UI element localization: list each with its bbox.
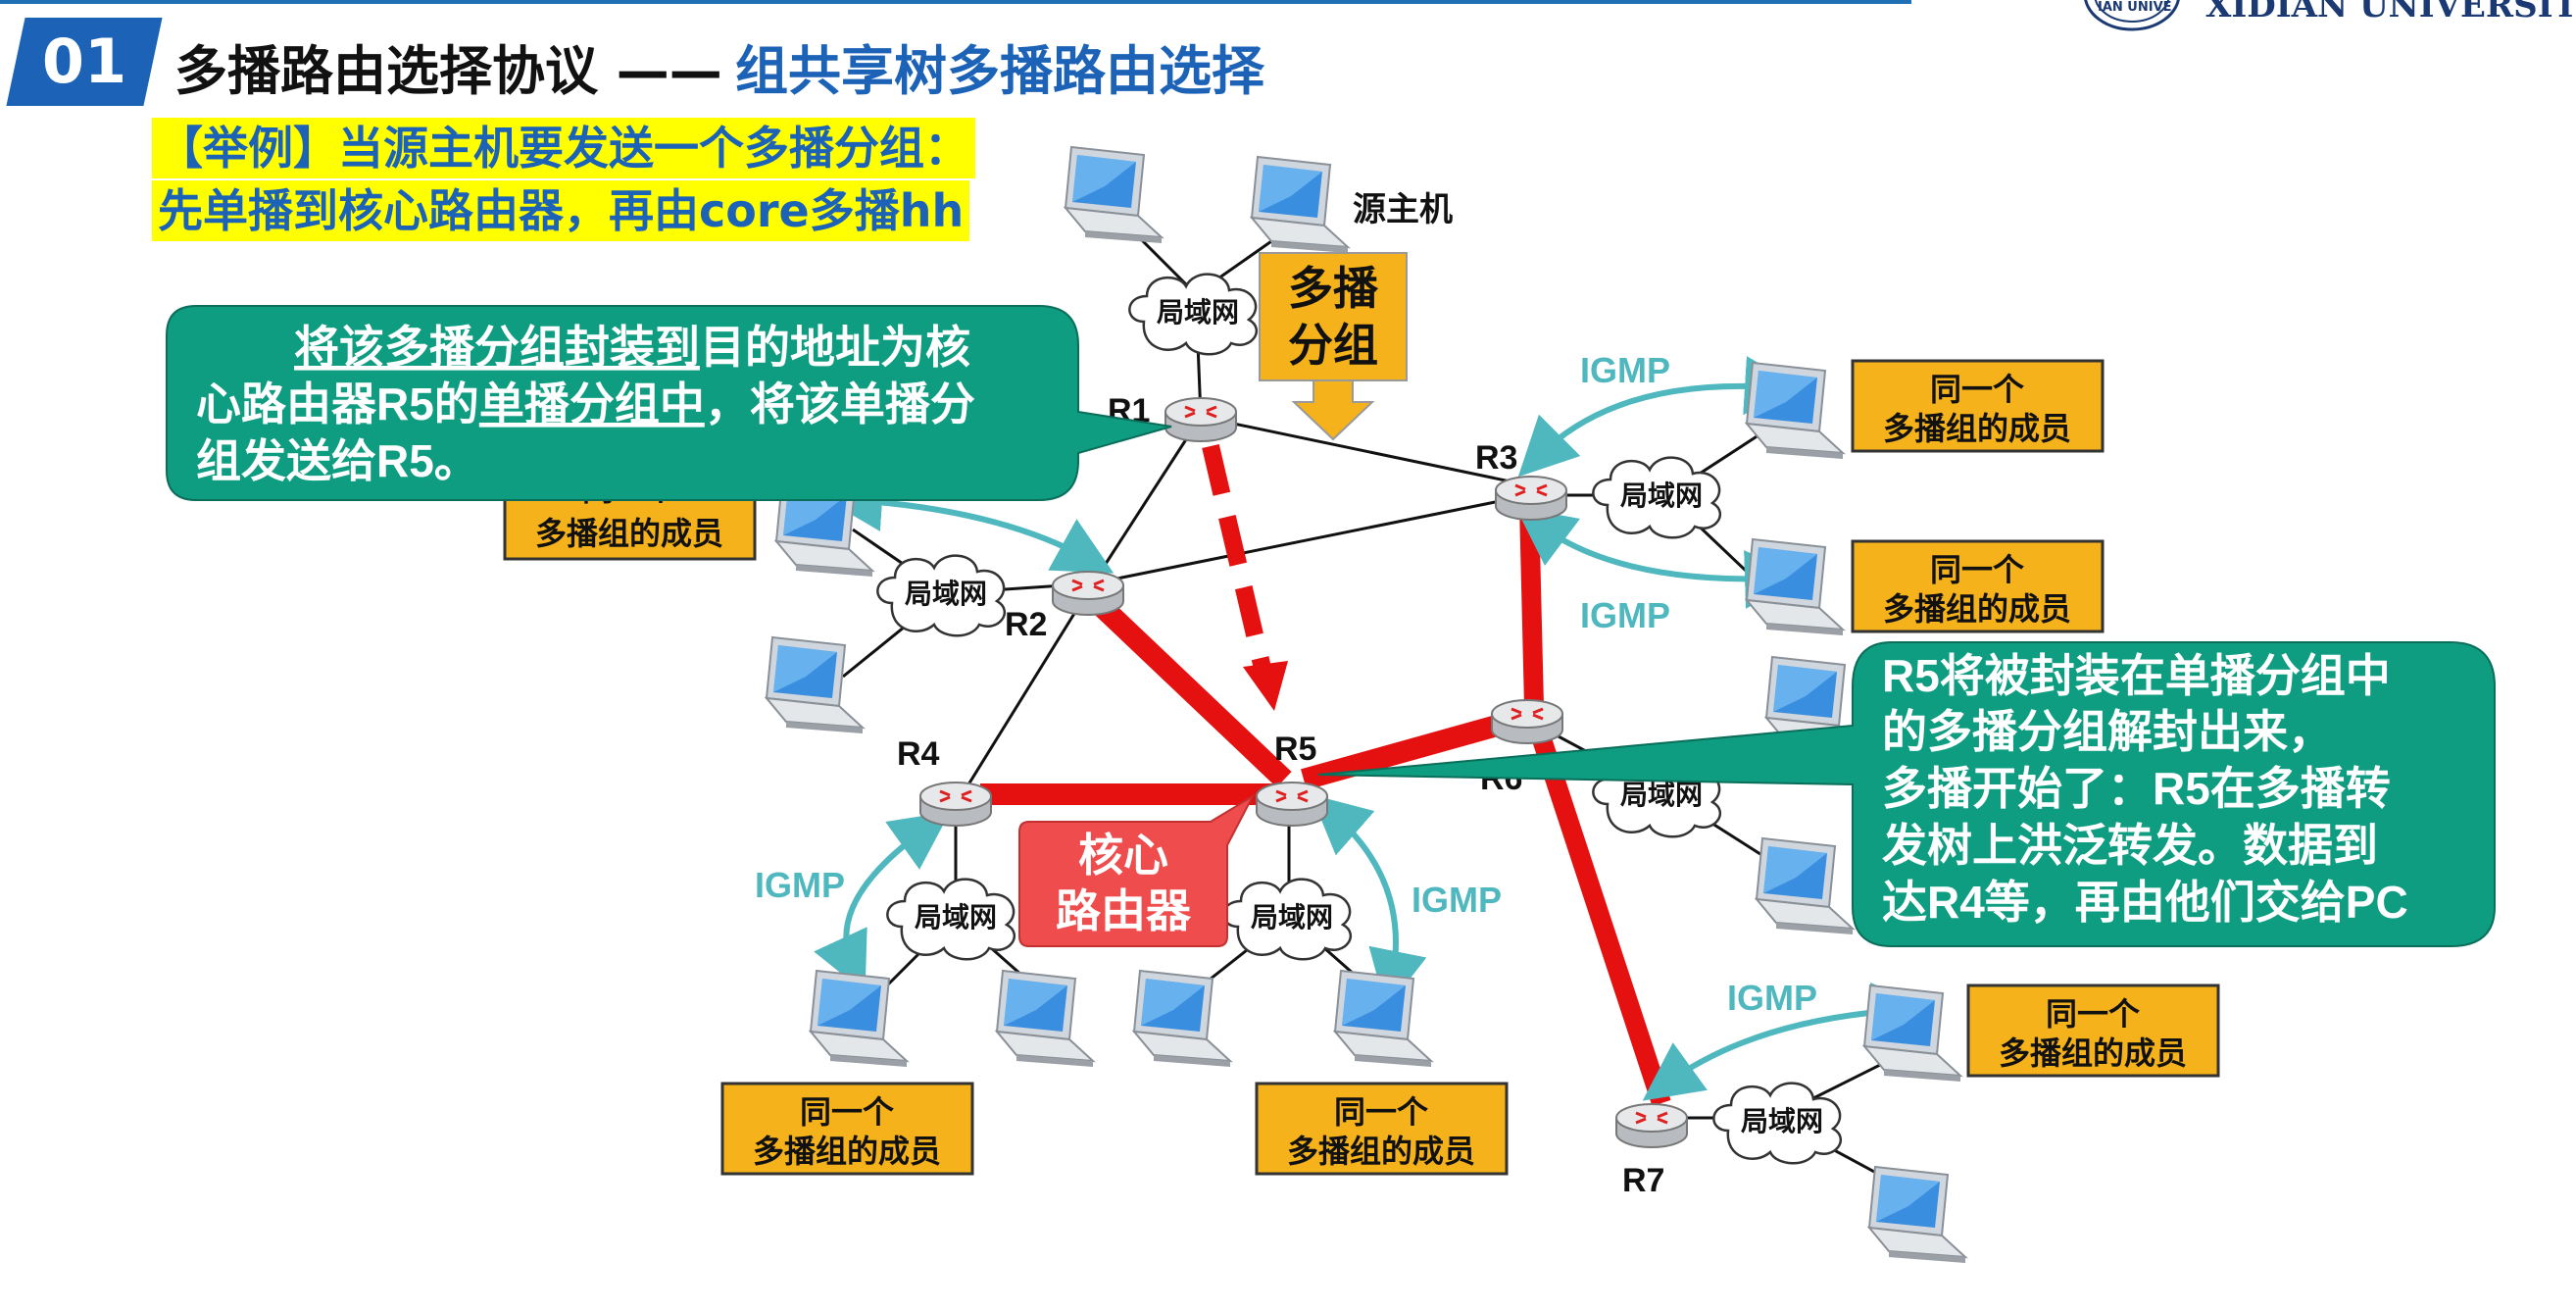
core-router-line2: 路由器	[1056, 885, 1192, 936]
example-line-2: 先单播到核心路由器，再由core多播hh	[152, 180, 970, 241]
laptop-icon	[810, 970, 908, 1068]
example-line-1: 【举例】当源主机要发送一个多播分组：	[152, 118, 975, 178]
member-box-line1: 同一个	[1930, 372, 2024, 407]
laptop-icon	[1133, 970, 1231, 1068]
callout-left-text-3: 心路由器R5的	[196, 378, 479, 429]
callout-left-text-6: 组发送给R5。	[196, 435, 479, 486]
igmp-label: IGMP	[1412, 880, 1502, 920]
router-label-r7: R7	[1622, 1162, 1664, 1199]
multicast-packet-line2: 分组	[1288, 320, 1378, 371]
router-label-r4: R4	[897, 735, 940, 773]
laptop-icon	[1065, 146, 1163, 244]
lan-label: 局域网	[1157, 297, 1239, 328]
source-host-label: 源主机	[1353, 191, 1453, 228]
callout-left-text-2: 目的地址为核	[700, 322, 970, 373]
multicast-packet-line1: 多播	[1288, 263, 1379, 314]
callout-left-text-1: 将该多播分组封装到	[294, 322, 700, 373]
member-box-line2: 多播组的成员	[753, 1134, 941, 1169]
svg-text:心路由器R5的单播分组中，将该单播分: 心路由器R5的单播分组中，将该单播分	[196, 378, 975, 429]
callout-right-line4: 发树上洪泛转发。数据到	[1882, 820, 2378, 871]
laptop-icon	[996, 970, 1094, 1068]
router-label-r5: R5	[1274, 731, 1316, 768]
lan-label: 局域网	[1620, 780, 1703, 810]
unicast-path	[1202, 443, 1288, 711]
laptop-icon	[1746, 538, 1844, 636]
router-label-r3: R3	[1475, 439, 1517, 477]
router-r3-icon	[1494, 475, 1568, 522]
member-box: 同一个 多播组的成员	[1851, 539, 2105, 633]
callout-right-line2: 的多播分组解封出来，	[1882, 706, 2333, 757]
callout-right-line3: 多播开始了：R5在多播转	[1882, 763, 2391, 814]
university-logo	[2084, 0, 2180, 31]
lan-label: 局域网	[905, 579, 987, 609]
core-router-callout: 核心 路由器	[1018, 793, 1256, 947]
callout-left-text-5: ，将该单播分	[705, 378, 975, 429]
router-r4-icon	[918, 781, 993, 828]
member-box-line2: 多播组的成员	[1999, 1035, 2187, 1071]
router-r2-icon	[1051, 570, 1125, 617]
callout-left: 将该多播分组封装到目的地址为核 心路由器R5的单播分组中，将该单播分 组发送给R…	[166, 305, 1172, 501]
multicast-tree	[980, 504, 1671, 1107]
lan-label: 局域网	[915, 902, 997, 933]
member-box-line1: 同一个	[1334, 1094, 1428, 1130]
lan-label: 局域网	[1620, 480, 1703, 511]
member-box: 同一个 多播组的成员	[1966, 984, 2220, 1078]
lan-label: 局域网	[1741, 1106, 1823, 1136]
laptop-icon	[1756, 837, 1854, 935]
member-box-line2: 多播组的成员	[1883, 411, 2071, 446]
member-box: 同一个 多播组的成员	[1255, 1082, 1509, 1176]
igmp-label: IGMP	[1580, 350, 1670, 390]
member-box-line1: 同一个	[2046, 996, 2140, 1032]
slide-subtitle: 组共享树多播路由选择	[735, 40, 1264, 102]
top-rule	[0, 0, 1911, 4]
slide-title: 多播路由选择协议 ——	[174, 40, 722, 102]
callout-right-line5: 达R4等，再由他们交给PC	[1882, 877, 2408, 928]
svg-text:将该多播分组封装到目的地址为核: 将该多播分组封装到目的地址为核	[294, 322, 970, 373]
member-box: 同一个 多播组的成员	[1851, 359, 2105, 453]
laptop-icon	[766, 636, 864, 734]
laptop-icon	[1334, 970, 1432, 1068]
igmp-arrows	[814, 356, 1931, 1101]
member-box-line2: 多播组的成员	[1287, 1134, 1475, 1169]
router-r7-icon	[1614, 1102, 1689, 1149]
igmp-label: IGMP	[755, 865, 845, 905]
source-host-laptop-icon	[1251, 156, 1349, 254]
callout-right-line1: R5将被封装在单播分组中	[1882, 650, 2391, 701]
laptop-icon	[1868, 1166, 1966, 1264]
callout-left-text-4: 单播分组中	[479, 378, 705, 429]
member-box-line2: 多播组的成员	[535, 516, 723, 551]
section-number: 01	[41, 25, 127, 97]
lan-label: 局域网	[1251, 902, 1333, 933]
igmp-label: IGMP	[1580, 595, 1670, 635]
multicast-packet-box: 多播 分组	[1259, 252, 1408, 441]
member-box-line1: 同一个	[800, 1094, 894, 1130]
igmp-label: IGMP	[1727, 978, 1817, 1018]
member-box-line1: 同一个	[1930, 552, 2024, 587]
router-r5-icon	[1255, 781, 1329, 828]
down-arrow-icon	[1291, 379, 1375, 441]
seal-text: IAN UNIVE	[2098, 0, 2172, 15]
core-router-line1: 核心	[1078, 830, 1168, 881]
callout-right: R5将被封装在单播分组中 的多播分组解封出来， 多播开始了：R5在多播转 发树上…	[1317, 641, 2496, 947]
university-name: XIDIAN UNIVERSITY	[2205, 0, 2576, 25]
router-r1-icon	[1164, 396, 1238, 443]
member-box: 同一个 多播组的成员	[720, 1082, 974, 1176]
router-r6-icon	[1490, 698, 1564, 745]
laptop-icon	[1746, 362, 1844, 460]
member-box-line2: 多播组的成员	[1883, 591, 2071, 627]
router-label-r2: R2	[1005, 606, 1047, 643]
